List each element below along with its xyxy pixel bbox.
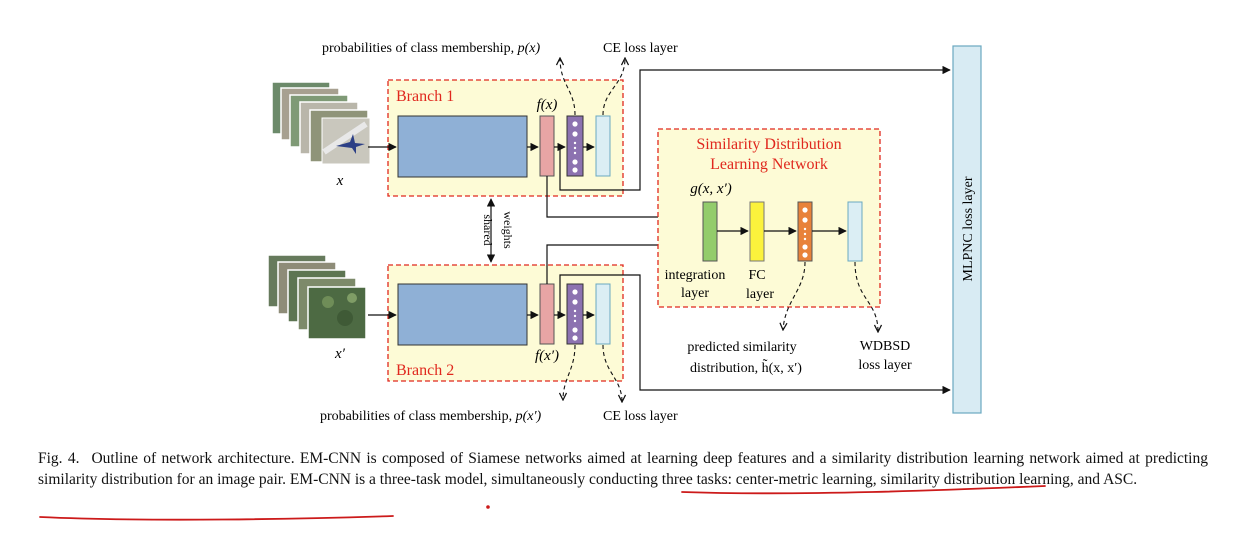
branch-1-cnn-block — [397, 115, 528, 178]
branch-2-feature-layer — [539, 283, 555, 345]
shared-label: shared — [481, 214, 495, 245]
mlpnc-label: MLPNC loss layer — [961, 176, 976, 281]
fc-label-line2: layer — [746, 287, 774, 302]
integration-label-line2: layer — [681, 286, 709, 301]
wdbsd-label-line1: WDBSD — [860, 339, 911, 354]
branch-2-cnn-block — [397, 283, 528, 346]
mlpnc-loss-layer — [952, 45, 982, 414]
figure-caption-label: Fig. 4. — [38, 450, 80, 467]
predicted-similarity-line1: predicted similarity — [687, 340, 796, 355]
routing-lines — [546, 65, 951, 395]
branch-2-title: Branch 2 — [396, 362, 454, 379]
gx-label: g(x, x′) — [690, 181, 732, 197]
predicted-similarity-line2: distribution, h̃(x, x′) — [690, 359, 802, 376]
sdln-title-line2: Learning Network — [710, 156, 828, 173]
input-x-label: x — [336, 173, 344, 189]
fx-label: f(x) — [537, 97, 558, 113]
top-prob-label: probabilities of class membership, p(x) — [322, 41, 540, 56]
integration-label-line1: integration — [665, 268, 726, 283]
input-x-prime-label: x′ — [334, 346, 346, 362]
bottom-ce-label: CE loss layer — [603, 409, 678, 424]
fc-label-line1: FC — [748, 268, 765, 283]
branch-1-feature-layer — [539, 115, 555, 177]
branch-1-prob-nodes — [572, 121, 578, 173]
figure-caption: Fig. 4.Outline of network architecture. … — [38, 449, 1208, 490]
branch-1-ce-layer — [595, 115, 611, 177]
handwritten-underline — [39, 485, 1046, 521]
wdbsd-label-line2: loss layer — [858, 358, 912, 373]
output-layer-nodes — [802, 207, 808, 258]
fx-prime-label: f(x′) — [535, 348, 559, 364]
branch-flow-arrows — [368, 142, 595, 320]
fc-layer — [749, 201, 765, 262]
bottom-dashed-arrows — [563, 344, 622, 402]
branch-1-prob-layer — [566, 115, 584, 177]
bottom-prob-label: probabilities of class membership, p(x′) — [320, 409, 542, 424]
branch-2-prob-layer — [566, 283, 584, 345]
sdln-title-line1: Similarity Distribution — [696, 136, 841, 153]
figure-caption-text: Outline of network architecture. EM-CNN … — [38, 450, 1208, 488]
top-dashed-arrows — [560, 58, 625, 116]
input-image-stack-bottom — [267, 254, 367, 340]
wdbsd-layer — [847, 201, 863, 262]
sdln-box — [657, 128, 881, 308]
weights-label: weights — [501, 211, 515, 249]
sdln-dashed-outputs — [783, 261, 878, 332]
input-image-stack-top — [271, 81, 371, 165]
integration-layer — [702, 201, 718, 262]
branch-1-title: Branch 1 — [396, 88, 454, 105]
branch-2-ce-layer — [595, 283, 611, 345]
top-ce-label: CE loss layer — [603, 41, 678, 56]
branch-2-prob-nodes — [572, 289, 578, 341]
